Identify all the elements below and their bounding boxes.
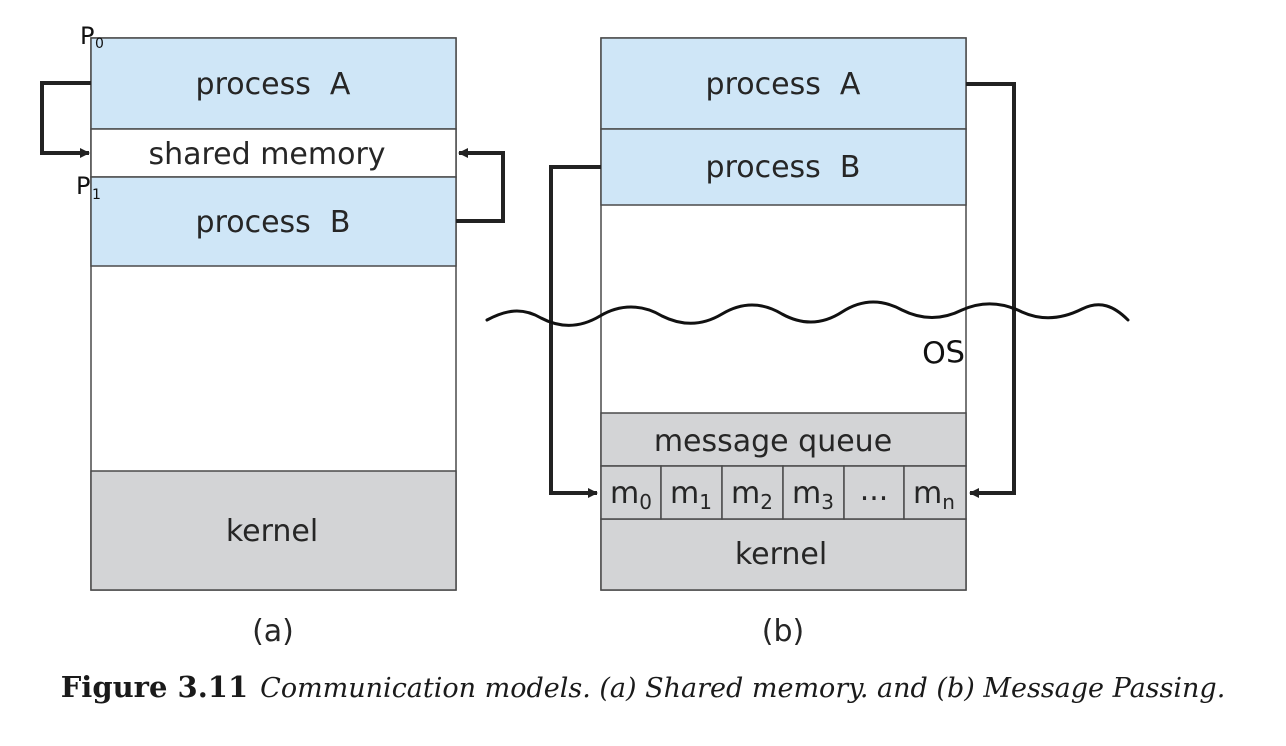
message-cells: m0 m1 m2 m3 ... mn — [600, 465, 967, 520]
process-b-block-b — [600, 128, 967, 206]
os-boundary-wavy-line — [485, 300, 1130, 327]
process-a-to-shared-arrow — [40, 81, 91, 158]
shared-memory-diagram: process A shared memory process B kernel… — [40, 22, 505, 649]
process-b-to-m0-arrow — [549, 165, 601, 498]
shared-memory-label: shared memory — [148, 137, 385, 172]
p1-annotation: P 1 — [76, 172, 101, 203]
message-queue-label: message queue — [654, 424, 892, 459]
svg-text:1: 1 — [92, 187, 101, 203]
message-mn: mn — [913, 476, 955, 514]
process-b-label-a: process B — [196, 205, 351, 240]
process-b-block-a — [90, 176, 457, 267]
os-annotation: OS — [921, 335, 965, 372]
figure-caption-text: Communication models. (a) Shared memory.… — [260, 673, 1226, 704]
kernel-label-a: kernel — [226, 514, 318, 549]
process-a-block-b — [600, 37, 967, 130]
process-a-block-a — [90, 37, 457, 130]
shared-memory-block — [90, 128, 457, 178]
process-b-label-b: process B — [706, 150, 861, 185]
message-cell-3 — [782, 465, 845, 520]
kernel-block-a — [90, 470, 457, 591]
svg-text:P: P — [80, 22, 94, 50]
message-cell-5 — [903, 465, 967, 520]
message-cell-0 — [600, 465, 662, 520]
message-m3: m3 — [792, 476, 834, 514]
message-passing-diagram: m0 m1 m2 m3 ... mn process A process B m… — [485, 37, 1130, 649]
process-a-to-mn-arrow — [966, 82, 1016, 498]
process-b-to-shared-arrow — [456, 148, 505, 223]
message-m1: m1 — [670, 476, 712, 514]
process-a-label-a: process A — [196, 67, 351, 102]
p0-annotation: P 0 — [80, 22, 104, 52]
svg-text:P: P — [76, 172, 90, 200]
process-a-label-b: process A — [706, 67, 861, 102]
figure-caption: Figure 3.11 Communication models. (a) Sha… — [0, 670, 1286, 704]
message-cell-4 — [843, 465, 905, 520]
message-ellipsis: ... — [860, 473, 889, 508]
diagram-a-label: (a) — [252, 614, 294, 649]
svg-text:0: 0 — [95, 36, 104, 52]
kernel-label-b: kernel — [735, 537, 827, 572]
message-m2: m2 — [731, 476, 773, 514]
figure-caption-label: Figure 3.11 — [60, 670, 249, 704]
message-m0: m0 — [610, 476, 652, 514]
diagram-b-label: (b) — [762, 614, 804, 649]
message-cell-1 — [660, 465, 723, 520]
